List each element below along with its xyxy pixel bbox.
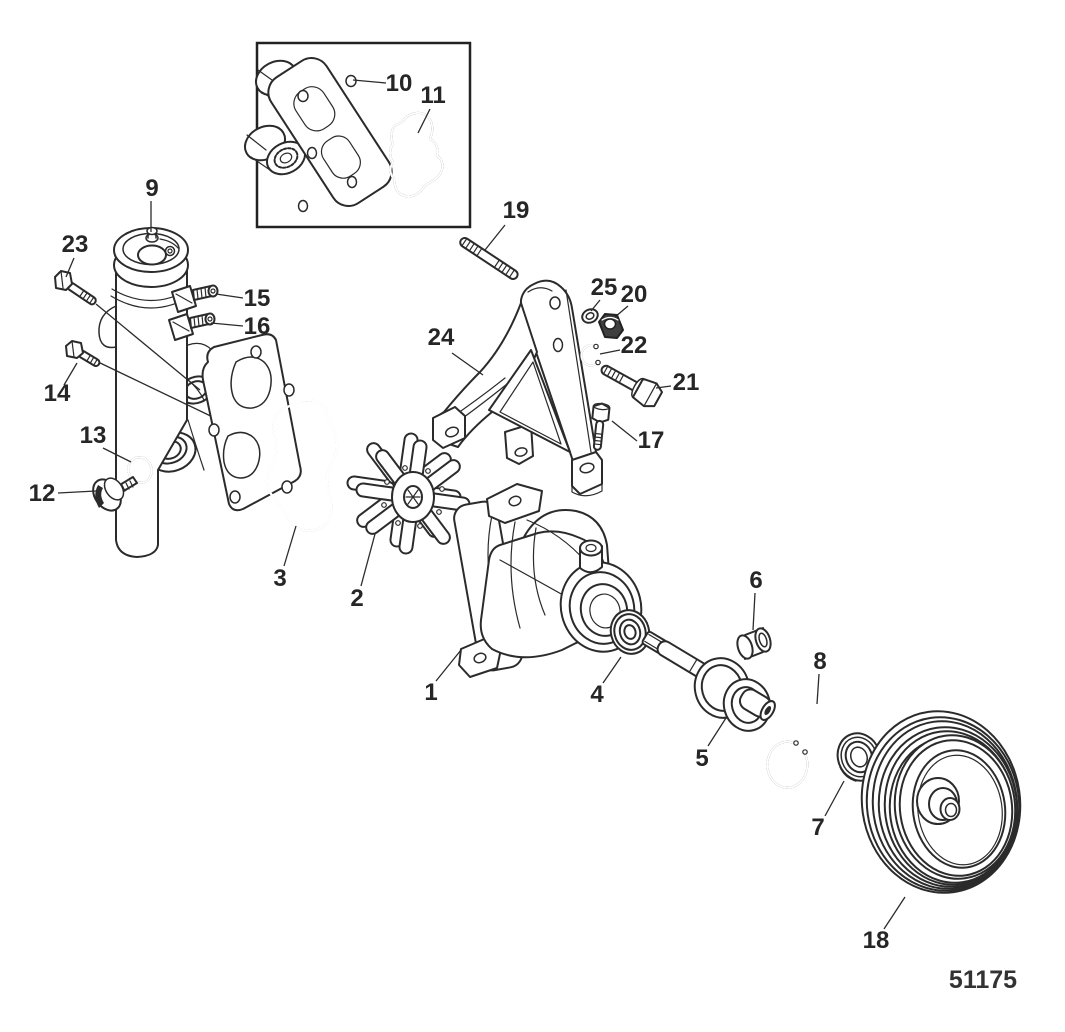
callout-label-9: 9: [145, 175, 158, 202]
leader-line-6: [752, 592, 756, 631]
part-24-bracket: [432, 279, 603, 497]
leader-line-2: [360, 533, 376, 587]
leader-line-12: [57, 490, 97, 494]
callout-label-20: 20: [621, 281, 648, 308]
callout-label-19: 19: [503, 197, 530, 224]
leader-line-19: [484, 224, 506, 251]
leader-line-1: [435, 649, 462, 682]
callout-label-11: 11: [420, 82, 445, 109]
part-10-fitting-housing: [243, 57, 393, 213]
leader-line-10: [352, 79, 387, 84]
drawing-number: 51175: [949, 966, 1017, 994]
callout-label-22: 22: [621, 332, 648, 359]
part-16-fitting: [168, 312, 216, 341]
leader-line-17: [611, 420, 638, 442]
part-21-bolt: [600, 364, 663, 408]
leader-line-16: [210, 322, 244, 327]
leader-line-7: [824, 780, 845, 817]
part-12-drain-plug: [92, 476, 138, 512]
callout-label-8: 8: [813, 648, 826, 675]
part-2-impeller: [346, 432, 471, 555]
callouts: 1 2 3 4 5 6 7 8 9 10 11 12 13 14 15 16 1…: [29, 70, 906, 954]
callout-label-15: 15: [244, 285, 271, 312]
part-5-shaft-and-bearing: [641, 630, 776, 732]
callout-label-3: 3: [273, 565, 286, 592]
part-11-gasket: [389, 111, 444, 198]
callout-label-4: 4: [590, 681, 604, 708]
part-15-fitting: [171, 284, 219, 313]
part-23-screw: [54, 270, 97, 306]
part-18-pulley: [860, 710, 1022, 894]
callout-label-25: 25: [591, 274, 618, 301]
part-22-lock-washer: [580, 343, 601, 367]
callout-label-18: 18: [863, 927, 890, 954]
part-3-gasket: [265, 398, 339, 532]
leader-line-23: [65, 257, 75, 278]
leader-line-11: [417, 108, 431, 134]
part-20-locknut: [598, 313, 624, 339]
leader-line-21: [655, 385, 672, 389]
leader-line-22: [599, 349, 621, 355]
inset-box: [243, 41, 472, 229]
callout-label-5: 5: [695, 745, 708, 772]
callout-label-16: 16: [244, 313, 271, 340]
part-14-screw: [65, 340, 101, 368]
part-25-washer: [581, 308, 599, 324]
leader-line-20: [614, 305, 629, 318]
callout-label-13: 13: [80, 422, 107, 449]
leader-line-25: [590, 299, 601, 312]
callout-label-21: 21: [673, 369, 700, 396]
callout-label-23: 23: [62, 231, 89, 258]
callout-label-10: 10: [386, 70, 413, 97]
callout-label-14: 14: [44, 380, 71, 407]
callout-label-6: 6: [749, 567, 762, 594]
part-13-o-ring: [127, 456, 153, 484]
part-19-stud: [459, 236, 519, 280]
part-4-seal: [609, 609, 651, 655]
leader-line-24: [451, 352, 484, 376]
leader-line-13: [102, 447, 132, 463]
leader-line-15: [215, 293, 244, 299]
leader-line-14: [63, 362, 78, 386]
callout-label-17: 17: [638, 427, 665, 454]
part-9-thermostat-housing-assembly: [95, 226, 302, 558]
bolt-23-centerline: [95, 303, 201, 391]
callout-label-2: 2: [350, 585, 363, 612]
leader-line-8: [816, 673, 820, 705]
leader-line-4: [602, 656, 622, 684]
callout-label-12: 12: [29, 480, 56, 507]
callout-label-24: 24: [428, 324, 455, 351]
part-6-bushing: [736, 627, 772, 660]
part-17-bolt: [591, 402, 611, 451]
leader-line-5: [707, 717, 727, 747]
callout-label-7: 7: [811, 814, 824, 841]
leader-line-18: [883, 896, 906, 930]
callout-label-1: 1: [424, 679, 437, 706]
leader-line-3: [283, 525, 297, 567]
part-8-retaining-ring: [766, 740, 809, 789]
